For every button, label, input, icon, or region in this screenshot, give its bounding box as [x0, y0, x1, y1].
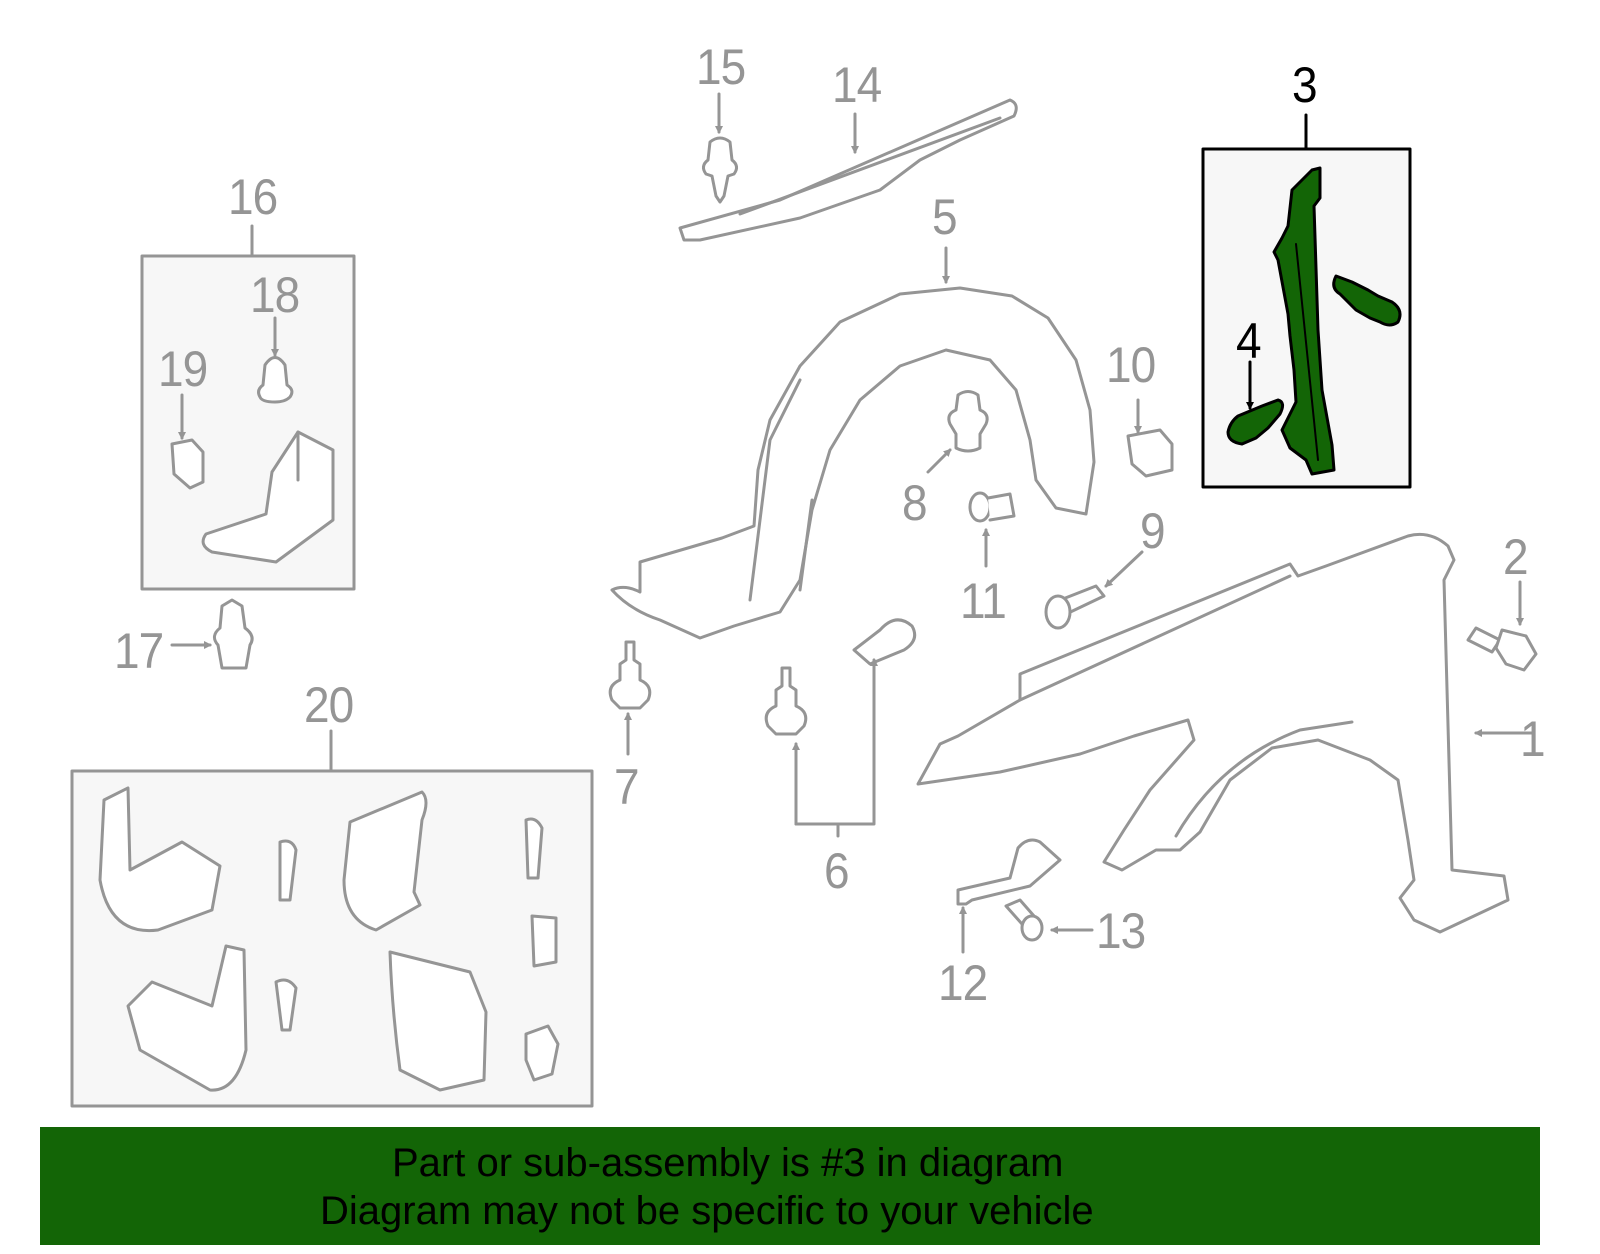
callout-3[interactable]: 3	[1292, 57, 1318, 113]
callout-2[interactable]: 2	[1503, 529, 1529, 585]
callout-10[interactable]: 10	[1106, 337, 1156, 393]
callout-5[interactable]: 5	[932, 189, 958, 245]
part-6	[764, 618, 917, 838]
clip-3	[1332, 274, 1402, 327]
part-9	[1044, 550, 1144, 630]
banner-disclaimer: Diagram may not be specific to your vehi…	[320, 1189, 1094, 1233]
callout-8[interactable]: 8	[902, 475, 928, 531]
kit-box-3	[1201, 113, 1412, 489]
part-12-13	[956, 838, 1094, 954]
part-8	[926, 390, 989, 474]
callout-6[interactable]: 6	[824, 843, 850, 899]
part-17	[170, 598, 254, 670]
callout-7[interactable]: 7	[614, 759, 640, 815]
callout-14[interactable]: 14	[832, 57, 882, 113]
callout-20[interactable]: 20	[304, 677, 354, 733]
callout-1[interactable]: 1	[1520, 711, 1546, 767]
callout-19[interactable]: 19	[158, 341, 208, 397]
callout-12[interactable]: 12	[938, 955, 988, 1011]
callout-4[interactable]: 4	[1236, 313, 1262, 369]
banner-part-note: Part or sub-assembly is #3 in diagram	[392, 1141, 1064, 1185]
callout-16[interactable]: 16	[228, 169, 278, 225]
callout-17[interactable]: 17	[114, 623, 164, 679]
part-11	[968, 491, 1016, 568]
callout-15[interactable]: 15	[696, 39, 746, 95]
kit-box-16	[140, 224, 356, 591]
part-2	[1466, 580, 1538, 672]
info-banner: Part or sub-assembly is #3 in diagram Di…	[40, 1127, 1540, 1245]
clip-4	[1226, 398, 1285, 446]
kit-box-20	[70, 729, 594, 1108]
part-5-liner	[610, 246, 1096, 640]
callout-18[interactable]: 18	[250, 267, 300, 323]
callout-11[interactable]: 11	[960, 573, 1007, 629]
part-14-15	[678, 92, 1018, 242]
part-1-fender	[916, 532, 1536, 934]
callout-13[interactable]: 13	[1096, 903, 1146, 959]
part-7	[608, 640, 652, 756]
callout-9[interactable]: 9	[1140, 503, 1166, 559]
part-10	[1126, 398, 1174, 478]
